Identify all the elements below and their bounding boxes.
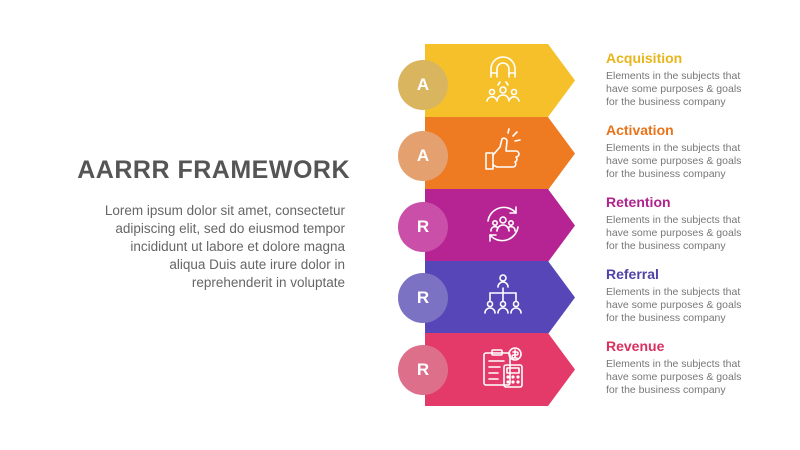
stage-title-revenue: Revenue [606, 338, 665, 354]
page-title: AARRR FRAMEWORK [77, 156, 350, 184]
stage-letter-badge: R [398, 202, 448, 252]
stage-title-activation: Activation [606, 122, 674, 138]
stage-title-retention: Retention [606, 194, 671, 210]
stage-letter-badge: A [398, 60, 448, 110]
stage-description-line: have some purposes & goals [606, 227, 742, 239]
stage-description-line: for the business company [606, 384, 726, 396]
description-line: aliqua Duis aute irure dolor in [169, 257, 345, 272]
magnet-users-icon [478, 55, 528, 105]
stage-description-line: have some purposes & goals [606, 371, 742, 383]
stage-description: Elements in the subjects that have some … [606, 358, 786, 397]
stage-title-referral: Referral [606, 266, 659, 282]
description-line: adipiscing elit, sed do eiusmod tempor [115, 221, 345, 236]
stage-description-line: have some purposes & goals [606, 83, 742, 95]
stage-arrow-acquisition [425, 44, 575, 117]
stage-description-line: for the business company [606, 240, 726, 252]
stage-description-line: Elements in the subjects that [606, 214, 741, 226]
stage-description-line: for the business company [606, 96, 726, 108]
stage-description: Elements in the subjects that have some … [606, 286, 786, 325]
stage-description: Elements in the subjects that have some … [606, 70, 786, 109]
stage-description: Elements in the subjects that have some … [606, 142, 786, 181]
stage-description-line: for the business company [606, 168, 726, 180]
page-description: Lorem ipsum dolor sit amet, consectetur … [40, 202, 345, 292]
stage-title-acquisition: Acquisition [606, 50, 683, 66]
stage-arrow-revenue [425, 333, 575, 406]
revenue-report-icon [478, 343, 528, 393]
description-line: reprehenderit in voluptate [191, 275, 345, 290]
stage-description-line: have some purposes & goals [606, 299, 742, 311]
stage-letter-badge: R [398, 273, 448, 323]
description-line: Lorem ipsum dolor sit amet, consectetur [104, 203, 345, 218]
retention-cycle-icon [478, 199, 528, 249]
referral-network-icon [478, 271, 528, 321]
stage-description-line: Elements in the subjects that [606, 286, 741, 298]
stage-description-line: for the business company [606, 312, 726, 324]
thumbs-up-icon [478, 127, 528, 177]
stage-arrow-activation [425, 117, 575, 190]
stage-letter-badge: A [398, 131, 448, 181]
description-line: incididunt ut labore et dolore magna [130, 239, 345, 254]
stage-letter-badge: R [398, 345, 448, 395]
stage-description: Elements in the subjects that have some … [606, 214, 786, 253]
stage-description-line: Elements in the subjects that [606, 358, 741, 370]
stage-arrow-referral [425, 261, 575, 334]
stage-description-line: Elements in the subjects that [606, 142, 741, 154]
stage-description-line: Elements in the subjects that [606, 70, 741, 82]
stage-description-line: have some purposes & goals [606, 155, 742, 167]
